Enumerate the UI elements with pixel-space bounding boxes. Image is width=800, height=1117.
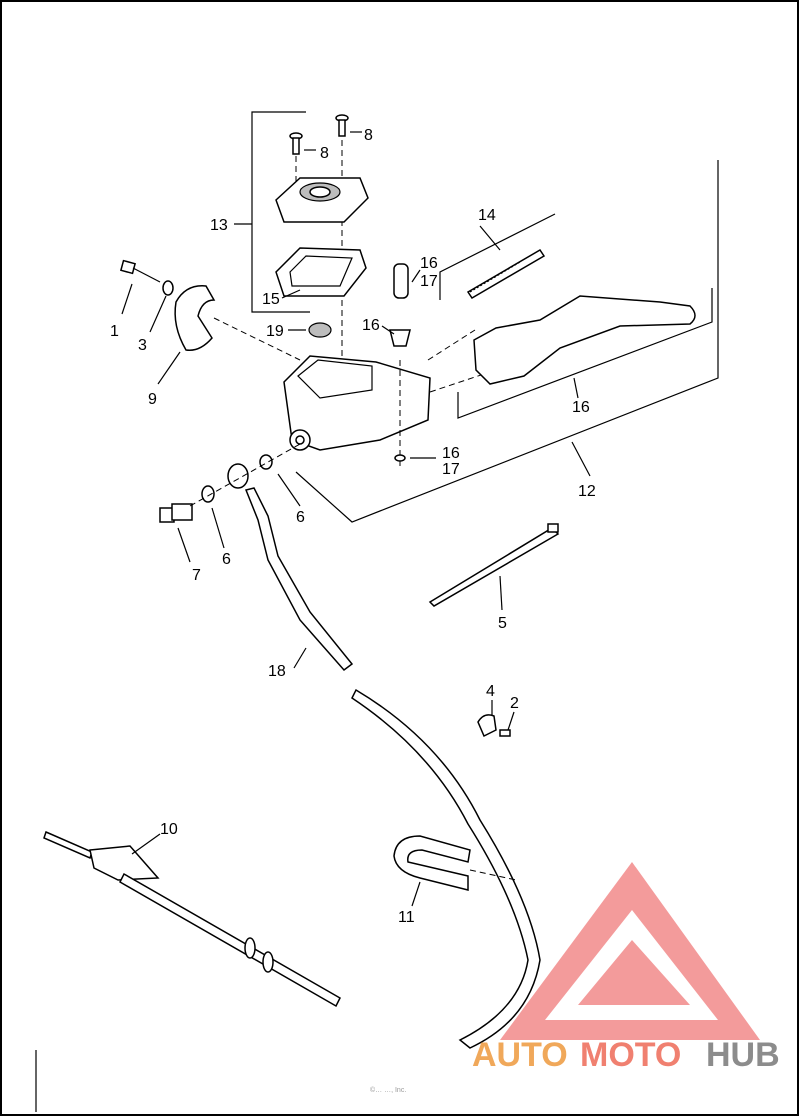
washer-6b [259,454,273,470]
callout-11: 11 [398,909,415,926]
bracket-14 [439,213,556,300]
bracket-11 [393,835,471,891]
callout-14: 14 [478,207,496,224]
callout-4: 4 [486,683,495,700]
callout-12: 12 [578,483,596,500]
gasket-15 [275,247,367,297]
callout-3: 3 [138,337,147,354]
callout-13: 13 [210,217,228,234]
callout-16a: 16 [420,255,438,272]
piston-14 [466,248,546,300]
callout-17b: 17 [442,461,460,478]
watermark-hub: HUB [706,1036,780,1074]
leader-lines [121,131,591,907]
pin-16 [393,263,409,299]
watermark-auto: AUTO [472,1036,568,1074]
bracket-12 [295,160,719,523]
watermark-text: AUTO MOTO HUB [472,1036,780,1074]
callout-6a: 6 [296,509,305,526]
callouts: 1 2 3 4 5 6 6 7 8 8 9 10 11 12 13 14 15 … [110,127,596,926]
callout-17a: 17 [420,273,438,290]
hose-18 [244,487,541,1049]
callout-10: 10 [160,821,178,838]
clutch-cable-10 [43,830,341,1008]
bracket-16-lever [457,288,713,419]
callout-1: 1 [110,323,119,340]
clip-4 [477,714,497,738]
screw-2 [499,729,511,737]
callout-16d: 16 [572,399,590,416]
screw-8b [335,114,349,137]
callout-18: 18 [268,663,286,680]
clip-17 [394,454,406,462]
callout-6b: 6 [222,551,231,568]
callout-16c: 16 [442,445,460,462]
callout-16b: 16 [362,317,380,334]
callout-19: 19 [266,323,284,340]
master-cylinder-body [283,355,431,451]
reservoir-cover [275,177,369,223]
callout-2: 2 [510,695,519,712]
watermark-logo [500,862,760,1040]
callout-9: 9 [148,391,157,408]
banjo-bolt-7 [159,503,193,523]
cable-tie-5 [428,523,560,607]
bolt-1 [119,259,161,283]
clamp-9 [174,285,216,351]
callout-5: 5 [498,615,507,632]
watermark-moto: MOTO [580,1036,681,1074]
footer-copyright: ©… …, Inc. [370,1086,406,1094]
screw-8a [289,132,303,155]
callout-8b: 8 [364,127,373,144]
washer-3 [162,280,174,296]
clutch-lever [473,295,696,385]
callout-7: 7 [192,567,201,584]
bushing-16 [389,329,411,347]
callout-8a: 8 [320,145,329,162]
banjo-fitting [227,463,249,489]
washer-6a [201,485,215,503]
sight-glass [308,322,332,338]
callout-15: 15 [262,291,280,308]
bracket-13 [251,111,310,313]
